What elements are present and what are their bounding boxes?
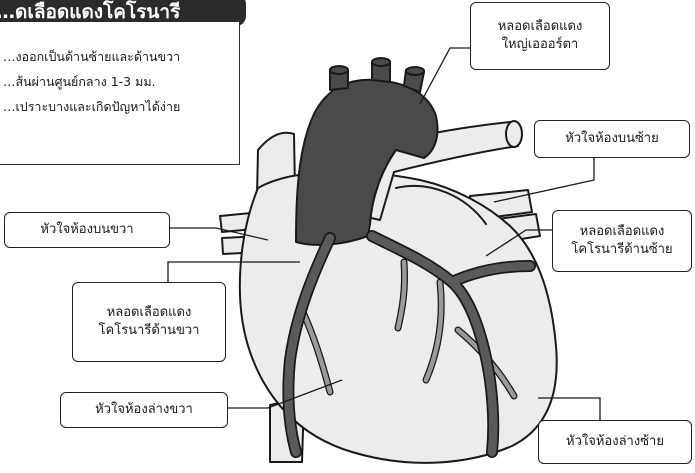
aorta-branch-2-top bbox=[372, 58, 390, 66]
label-left-coronary-line-2: โคโรนารีด้านซ้าย bbox=[571, 241, 672, 259]
label-left-atrium: หัวใจห้องบนซ้าย bbox=[534, 120, 690, 158]
label-right-coronary-line-1: หลอดเลือดแดง bbox=[107, 304, 192, 322]
label-left-coronary: หลอดเลือดแดง โคโรนารีด้านซ้าย bbox=[552, 210, 692, 272]
aorta-branch-1-top bbox=[330, 66, 348, 74]
label-right-atrium: หัวใจห้องบนขวา bbox=[4, 212, 170, 248]
info-line: …เปราะบางและเกิดปัญหาได้ง่าย bbox=[3, 94, 239, 119]
pulmonary-artery-opening bbox=[506, 121, 522, 147]
aorta-branch-3-top bbox=[406, 67, 424, 75]
label-left-coronary-line-1: หลอดเลือดแดง bbox=[580, 223, 665, 241]
label-aorta-line-2: ใหญ่เอออร์ตา bbox=[502, 36, 579, 54]
label-right-ventricle: หัวใจห้องล่างขวา bbox=[60, 392, 228, 428]
info-line: …งออกเป็นด้านซ้ายและด้านขวา bbox=[3, 44, 239, 69]
label-left-ventricle: หัวใจห้องล่างซ้าย bbox=[538, 420, 692, 464]
label-right-coronary: หลอดเลือดแดง โคโรนารีด้านขวา bbox=[72, 282, 226, 362]
info-line: …ส้นผ่านศูนย์กลาง 1-3 มม. bbox=[3, 69, 239, 94]
label-left-ventricle-line-1: หัวใจห้องล่างซ้าย bbox=[566, 433, 664, 451]
label-right-coronary-line-2: โคโรนารีด้านขวา bbox=[99, 322, 200, 340]
label-right-ventricle-line-1: หัวใจห้องล่างขวา bbox=[95, 401, 193, 419]
label-left-atrium-line-1: หัวใจห้องบนซ้าย bbox=[565, 130, 658, 148]
label-right-atrium-line-1: หัวใจห้องบนขวา bbox=[40, 221, 133, 239]
label-aorta: หลอดเลือดแดง ใหญ่เอออร์ตา bbox=[470, 2, 610, 70]
leader-aorta bbox=[420, 48, 472, 104]
label-aorta-line-1: หลอดเลือดแดง bbox=[498, 18, 583, 36]
info-box: …งออกเป็นด้านซ้ายและด้านขวา …ส้นผ่านศูนย… bbox=[0, 22, 240, 165]
